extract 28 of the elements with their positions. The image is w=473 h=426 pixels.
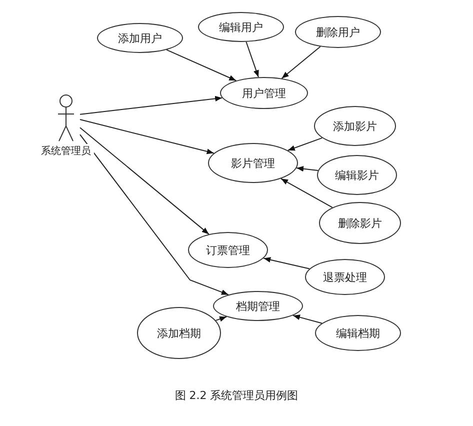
use-case-ellipse: 添加用户 <box>97 23 183 53</box>
arrow <box>287 137 323 151</box>
use-case-ellipse: 删除用户 <box>295 16 381 48</box>
use-case-ellipse: 影片管理 <box>208 143 298 183</box>
use-case-ellipse: 编辑影片 <box>317 155 397 195</box>
use-case-ellipse: 删除影片 <box>319 202 401 244</box>
use-case-ellipse: 编辑用户 <box>198 12 284 42</box>
actor-label: 系统管理员 <box>38 144 94 158</box>
arrow <box>246 41 259 78</box>
arrow <box>281 46 321 79</box>
arrow <box>263 257 310 270</box>
arrow <box>166 49 237 82</box>
arrow <box>80 127 210 235</box>
arrow <box>80 96 223 115</box>
arrow <box>280 178 333 208</box>
arrow <box>292 314 322 324</box>
use-case-ellipse: 档期管理 <box>213 291 303 321</box>
use-case-ellipse: 编辑档期 <box>315 315 401 351</box>
use-case-ellipse: 退票处理 <box>305 259 385 295</box>
use-case-ellipse: 添加档期 <box>137 307 221 359</box>
arrow <box>80 119 214 154</box>
arrow <box>80 134 229 296</box>
use-case-ellipse: 添加影片 <box>314 106 396 146</box>
figure-caption: 图 2.2 系统管理员用例图 <box>174 389 298 402</box>
use-case-ellipse: 用户管理 <box>220 77 308 109</box>
arrow <box>215 316 228 322</box>
use-case-ellipse: 订票管理 <box>188 232 268 268</box>
arrow <box>296 166 319 172</box>
